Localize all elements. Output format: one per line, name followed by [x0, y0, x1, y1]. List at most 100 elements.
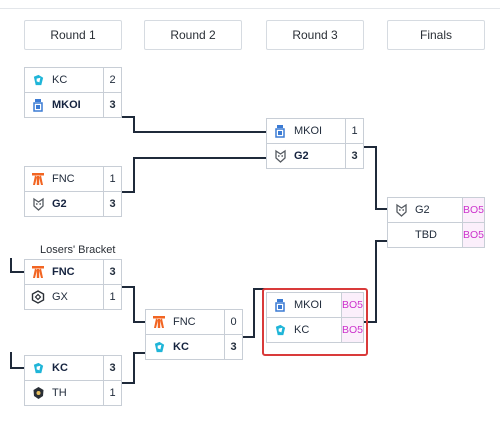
team-name: G2	[415, 204, 430, 216]
connector	[375, 208, 387, 210]
mkoi-logo-icon	[31, 98, 45, 112]
team-score: 3	[345, 144, 363, 168]
connector	[122, 116, 134, 118]
match-r1m3[interactable]: FNC 3 GX 1	[24, 259, 122, 310]
connector	[375, 240, 387, 242]
team-slot[interactable]: KC 3	[145, 334, 243, 360]
team-score: 3	[103, 93, 121, 117]
connector	[133, 157, 266, 159]
team-name: KC	[52, 74, 68, 86]
match-finals[interactable]: G2 BO5 TBD BO5	[387, 197, 485, 248]
g2-logo-icon	[31, 197, 45, 211]
match-r1m1[interactable]: KC 2 MKOI 3	[24, 67, 122, 118]
connector	[122, 286, 134, 288]
team-score: 0	[224, 310, 242, 334]
connector	[375, 146, 377, 209]
connector	[122, 382, 134, 384]
team-score: 2	[103, 68, 121, 92]
connector	[133, 157, 135, 193]
team-slot[interactable]: MKOI 3	[24, 92, 122, 118]
connector	[133, 352, 145, 354]
team-name: TBD	[415, 229, 437, 241]
fnc-logo-icon	[31, 265, 45, 279]
connector	[133, 116, 135, 132]
series-format-badge: BO5	[341, 318, 363, 342]
g2-logo-icon	[273, 149, 287, 163]
connector	[133, 352, 135, 384]
team-slot[interactable]: FNC 1	[24, 166, 122, 192]
series-format-badge: BO5	[462, 223, 484, 247]
connector	[10, 258, 12, 272]
team-slot[interactable]: TBD BO5	[387, 222, 485, 248]
connector	[122, 191, 134, 193]
team-name: TH	[52, 387, 67, 399]
kc-logo-icon	[31, 361, 45, 375]
match-r1m4[interactable]: KC 3 TH 1	[24, 355, 122, 406]
team-slot[interactable]: MKOI BO5	[266, 292, 364, 318]
fnc-logo-icon	[31, 172, 45, 186]
match-r1m2[interactable]: FNC 1 G2 3	[24, 166, 122, 217]
team-slot[interactable]: G2 BO5	[387, 197, 485, 223]
team-slot[interactable]: KC 2	[24, 67, 122, 93]
current-match-highlight	[262, 288, 368, 356]
team-name: FNC	[173, 316, 196, 328]
connector	[133, 131, 266, 133]
team-slot[interactable]: KC 3	[24, 355, 122, 381]
team-score: 1	[103, 381, 121, 405]
team-name: GX	[52, 291, 68, 303]
team-score: 3	[224, 335, 242, 359]
connector	[133, 286, 135, 323]
team-slot[interactable]: FNC 0	[145, 309, 243, 335]
mkoi-logo-icon	[273, 124, 287, 138]
team-name: G2	[294, 150, 309, 162]
connector	[364, 146, 376, 148]
team-slot[interactable]: KC BO5	[266, 317, 364, 343]
team-score: 1	[345, 119, 363, 143]
connector	[375, 240, 377, 323]
connector	[253, 288, 255, 338]
connector	[10, 271, 24, 273]
series-format-badge: BO5	[462, 198, 484, 222]
team-slot[interactable]: MKOI 1	[266, 118, 364, 144]
fnc-logo-icon	[152, 315, 166, 329]
top-divider	[0, 8, 500, 9]
team-slot[interactable]: TH 1	[24, 380, 122, 406]
connector	[364, 321, 376, 323]
series-format-badge: BO5	[341, 293, 363, 317]
round-header-2[interactable]: Round 2	[144, 20, 242, 50]
g2-logo-icon	[394, 203, 408, 217]
team-score: 3	[103, 192, 121, 216]
round-header-3[interactable]: Round 3	[266, 20, 364, 50]
kc-logo-icon	[152, 340, 166, 354]
team-score: 3	[103, 260, 121, 284]
team-name: KC	[294, 324, 310, 336]
connector	[133, 321, 145, 323]
connector	[10, 352, 12, 368]
round-header-finals[interactable]: Finals	[387, 20, 485, 50]
match-r2m1[interactable]: FNC 0 KC 3	[145, 309, 243, 360]
team-name: FNC	[52, 173, 75, 185]
connector	[253, 288, 266, 290]
team-name: KC	[173, 341, 189, 353]
connector	[242, 336, 254, 338]
match-r3m2[interactable]: MKOI BO5 KC BO5	[266, 292, 364, 343]
connector	[10, 367, 24, 369]
losers-bracket-label: Losers' Bracket	[40, 244, 116, 256]
team-slot[interactable]: G2 3	[266, 143, 364, 169]
kc-logo-icon	[273, 323, 287, 337]
team-slot[interactable]: G2 3	[24, 191, 122, 217]
match-r3m1[interactable]: MKOI 1 G2 3	[266, 118, 364, 169]
team-name: G2	[52, 198, 67, 210]
team-slot[interactable]: FNC 3	[24, 259, 122, 285]
team-name: KC	[52, 362, 68, 374]
team-score: 1	[103, 285, 121, 309]
mkoi-logo-icon	[273, 298, 287, 312]
round-header-1[interactable]: Round 1	[24, 20, 122, 50]
kc-logo-icon	[31, 73, 45, 87]
team-name: FNC	[52, 266, 75, 278]
team-name: MKOI	[294, 299, 323, 311]
empty-logo-slot	[394, 228, 408, 242]
team-score: 1	[103, 167, 121, 191]
th-logo-icon	[31, 386, 45, 400]
team-slot[interactable]: GX 1	[24, 284, 122, 310]
